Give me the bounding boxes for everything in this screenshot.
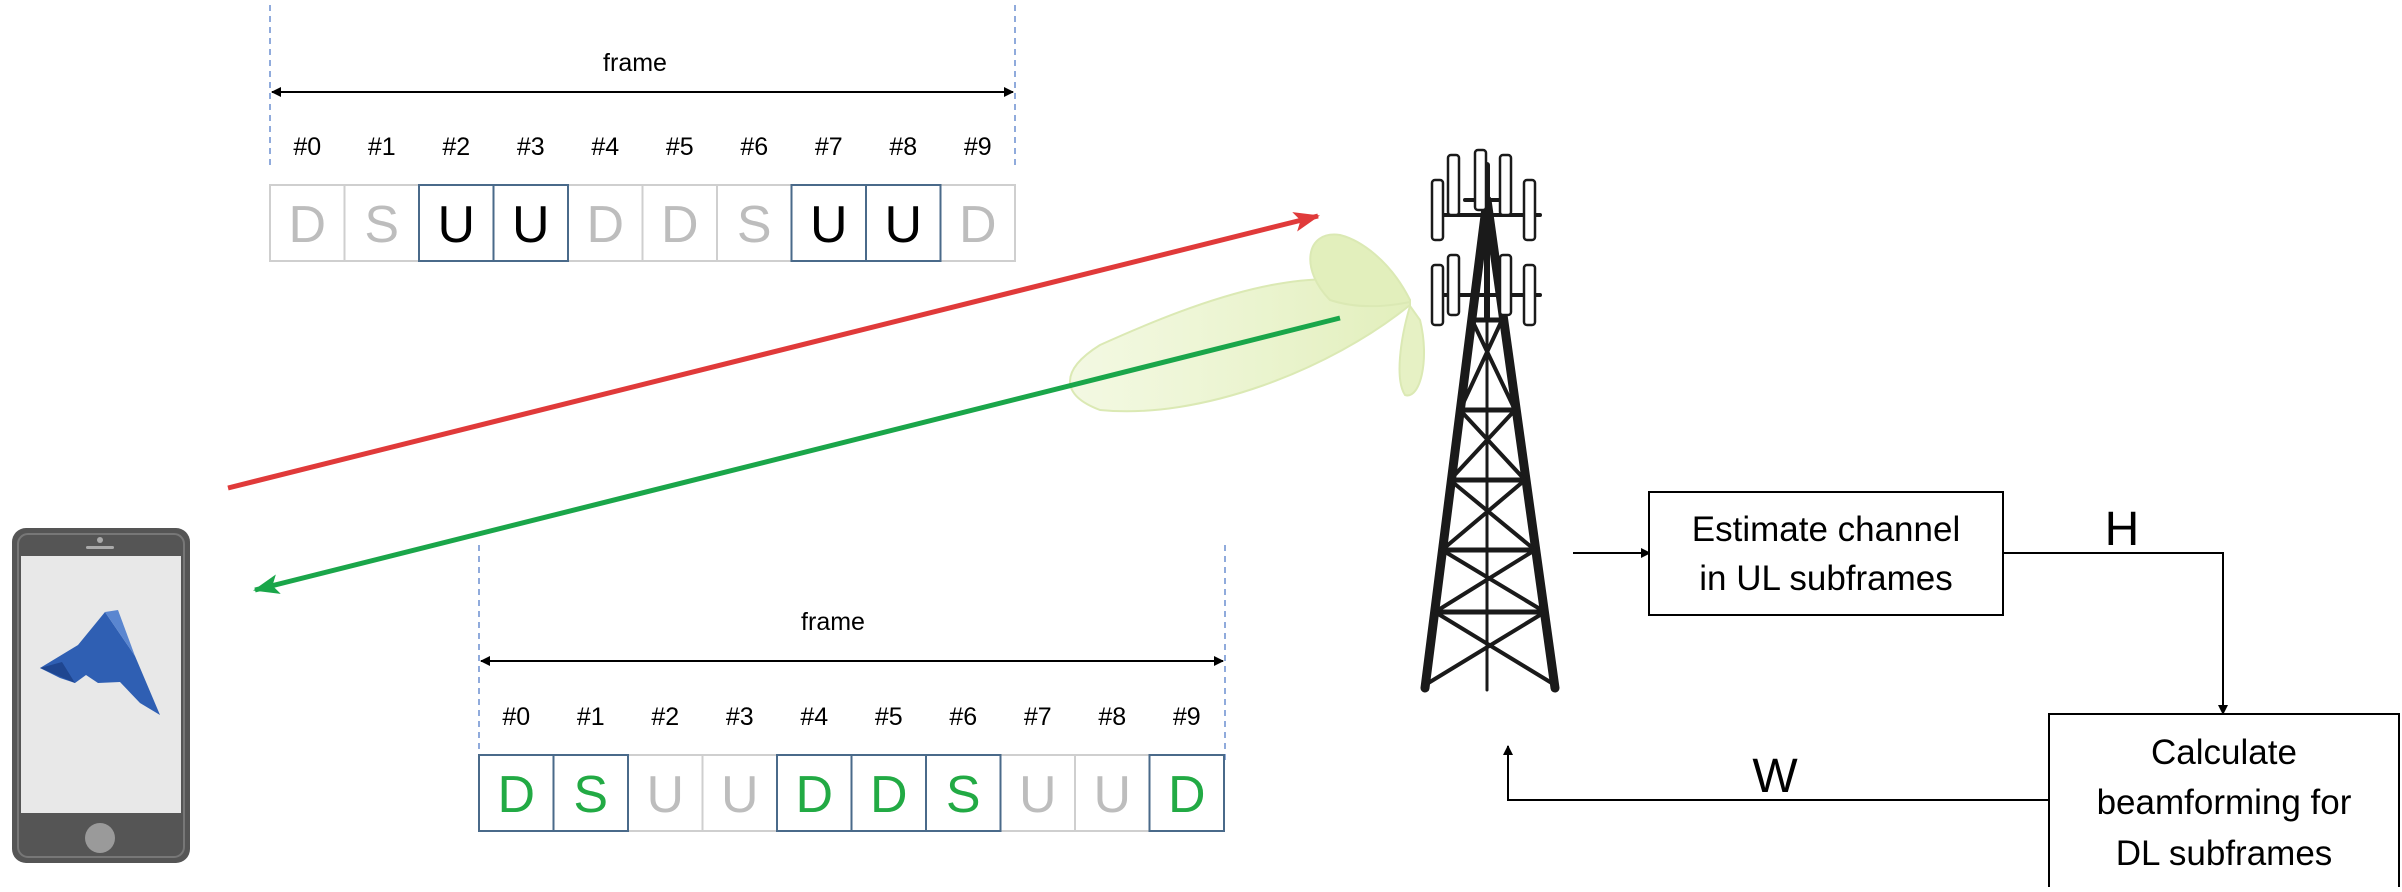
subframe-type-label: S	[946, 766, 981, 824]
subframe-cell-box	[567, 184, 644, 262]
subframe-type-label: S	[364, 196, 399, 254]
antenna-beam	[1069, 233, 1426, 413]
subframe-index-label: #0	[293, 133, 321, 161]
w-path-arrow	[1503, 745, 2049, 801]
subframe-index-label: #5	[875, 703, 903, 731]
subframe-cell: S	[552, 754, 629, 832]
estimate-block-line2: in UL subframes	[1699, 559, 1953, 598]
subframe-index-label: #3	[517, 133, 545, 161]
subframe-cell: U	[790, 184, 867, 262]
subframe-index-label: #5	[666, 133, 694, 161]
subframe-type-label: D	[795, 766, 833, 824]
subframe-index-label: #7	[1024, 703, 1052, 731]
subframe-type-label: D	[1168, 766, 1206, 824]
subframe-index-label: #9	[964, 133, 992, 161]
subframe-index-label: #8	[889, 133, 917, 161]
subframe-cell: D	[939, 184, 1016, 262]
subframe-cell-box	[418, 184, 495, 262]
subframe-type-label: U	[721, 766, 759, 824]
subframe-cell: D	[641, 184, 718, 262]
subframe-type-label: S	[737, 196, 772, 254]
subframe-cell: U	[418, 184, 495, 262]
subframe-active-outline	[865, 184, 942, 262]
calculate-beamforming-block	[2048, 713, 2400, 890]
subframe-cell: S	[343, 184, 420, 262]
subframe-cell: U	[492, 184, 569, 262]
calculate-block-line3: DL subframes	[2116, 834, 2333, 873]
subframe-type-label: D	[288, 196, 326, 254]
subframe-index-label: #1	[577, 703, 605, 731]
subframe-index-label: #0	[502, 703, 530, 731]
subframe-cell: D	[567, 184, 644, 262]
calculate-block-line1: Calculate	[2151, 733, 2297, 772]
subframe-index-label: #6	[740, 133, 768, 161]
subframe-cell: S	[716, 184, 793, 262]
subframe-type-label: U	[437, 196, 475, 254]
subframe-active-outline	[1148, 754, 1225, 832]
subframe-cell: U	[627, 754, 704, 832]
subframe-cell: D	[850, 754, 927, 832]
subframe-cell-box	[1074, 754, 1151, 832]
subframe-index-label: #9	[1173, 703, 1201, 731]
subframe-cell: S	[925, 754, 1002, 832]
subframe-type-label: D	[497, 766, 535, 824]
subframe-type-label: D	[586, 196, 624, 254]
subframe-type-label: U	[884, 196, 922, 254]
calculate-block-line2: beamforming for	[2097, 783, 2352, 822]
subframe-type-label: U	[810, 196, 848, 254]
subframe-index-label: #4	[591, 133, 619, 161]
subframe-cell: U	[865, 184, 942, 262]
subframe-cell-box	[269, 184, 346, 262]
matlab-logo-icon	[40, 610, 160, 715]
subframe-index-label: #1	[368, 133, 396, 161]
subframe-index-label: #4	[800, 703, 828, 731]
cell-tower-icon	[1420, 148, 1560, 693]
uplink-arrow	[227, 212, 1320, 491]
h-signal-label: H	[2105, 503, 2140, 556]
subframe-cell: D	[269, 184, 346, 262]
subframe-active-outline	[552, 754, 629, 832]
subframe-type-label: U	[1019, 766, 1057, 824]
h-path-arrow	[2003, 552, 2228, 715]
subframe-cell-box	[552, 754, 629, 832]
subframe-active-outline	[492, 184, 569, 262]
w-signal-label: W	[1752, 750, 1798, 803]
subframe-cell: U	[701, 754, 778, 832]
subframe-index-label: #7	[815, 133, 843, 161]
subframe-index-label: #2	[442, 133, 470, 161]
downlink-arrow	[253, 315, 1341, 594]
subframe-cell: D	[776, 754, 853, 832]
subframe-type-label: U	[646, 766, 684, 824]
subframe-cell-box	[627, 754, 704, 832]
subframe-cell-box	[343, 184, 420, 262]
frame-label: frame	[801, 608, 865, 636]
subframe-active-outline	[925, 754, 1002, 832]
subframe-type-label: S	[573, 766, 608, 824]
subframe-index-label: #2	[651, 703, 679, 731]
subframe-cell: D	[1148, 754, 1225, 832]
subframe-cell: U	[999, 754, 1076, 832]
subframe-index-label: #3	[726, 703, 754, 731]
subframe-cell-box	[641, 184, 718, 262]
processing-blocks: Estimate channel in UL subframes H Calcu…	[1503, 491, 2400, 890]
subframe-cell: D	[478, 754, 555, 832]
smartphone-icon	[12, 528, 190, 863]
subframe-cell-box	[701, 754, 778, 832]
frame-label: frame	[603, 49, 667, 77]
subframe-index-label: #6	[949, 703, 977, 731]
subframe-type-label: D	[959, 196, 997, 254]
subframe-index-label: #8	[1098, 703, 1126, 731]
subframe-type-label: D	[661, 196, 699, 254]
subframe-cell: U	[1074, 754, 1151, 832]
subframe-type-label: D	[870, 766, 908, 824]
subframe-type-label: U	[512, 196, 550, 254]
subframe-type-label: U	[1093, 766, 1131, 824]
estimate-block-line1: Estimate channel	[1692, 510, 1960, 549]
